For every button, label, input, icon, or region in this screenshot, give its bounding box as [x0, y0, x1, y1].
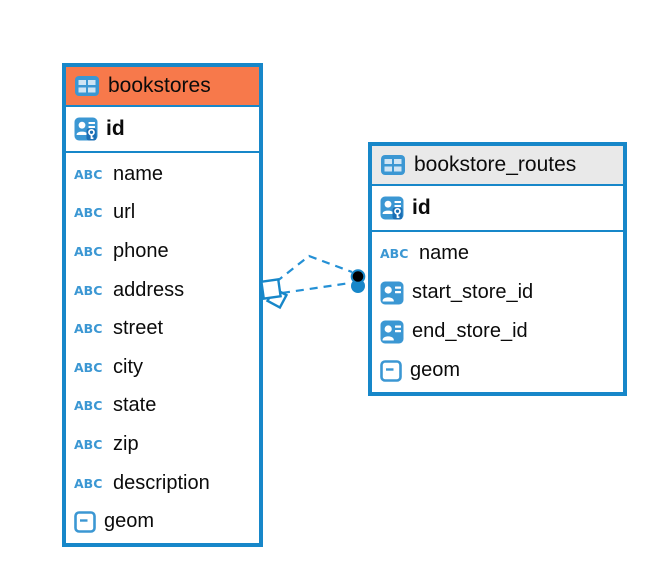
- geometry-type-icon: [74, 510, 96, 533]
- text-type-icon: ABC: [74, 398, 103, 414]
- column-row-name[interactable]: ABC name: [66, 155, 259, 194]
- table-icon: [74, 75, 100, 97]
- table-title: bookstores: [108, 74, 211, 97]
- column-name: geom: [104, 510, 155, 533]
- table-header-bookstore-routes[interactable]: bookstore_routes: [372, 146, 623, 186]
- column-row-start-store-id[interactable]: start_store_id: [372, 273, 623, 312]
- column-name: id: [412, 196, 431, 219]
- column-row-id[interactable]: id: [372, 186, 623, 232]
- table-title: bookstore_routes: [414, 153, 577, 176]
- reference-type-icon: [380, 281, 404, 305]
- table-bookstores[interactable]: bookstores id ABC na: [62, 63, 263, 547]
- column-row-phone[interactable]: ABC phone: [66, 232, 259, 271]
- column-name: start_store_id: [412, 281, 534, 303]
- column-row-url[interactable]: ABC url: [66, 194, 259, 233]
- column-row-address[interactable]: ABC address: [66, 271, 259, 310]
- table-icon: [380, 154, 406, 176]
- column-row-state[interactable]: ABC state: [66, 387, 259, 426]
- column-list: ABC name start_store_id: [372, 232, 623, 392]
- column-row-geom[interactable]: geom: [372, 351, 623, 390]
- column-row-name[interactable]: ABC name: [372, 234, 623, 273]
- relation-line-lower[interactable]: [281, 281, 351, 295]
- primary-key-icon: [74, 117, 98, 141]
- reference-type-icon: [380, 320, 404, 344]
- relation-marker-circles[interactable]: [350, 269, 366, 293]
- text-type-icon: ABC: [74, 282, 103, 298]
- column-name: street: [113, 317, 164, 340]
- column-name: zip: [113, 432, 139, 455]
- text-type-icon: ABC: [74, 436, 103, 452]
- column-name: state: [113, 394, 157, 417]
- column-name: address: [113, 278, 185, 301]
- column-name: name: [419, 242, 470, 264]
- column-list: ABC name ABC url ABC phone ABC address A…: [66, 153, 259, 543]
- column-row-geom[interactable]: geom: [66, 502, 259, 541]
- table-bookstore-routes[interactable]: bookstore_routes id ABC: [368, 142, 627, 396]
- text-type-icon: ABC: [74, 359, 103, 375]
- column-name: city: [113, 355, 143, 378]
- relation-line-upper[interactable]: [275, 254, 353, 283]
- text-type-icon: ABC: [74, 321, 103, 337]
- column-row-street[interactable]: ABC street: [66, 309, 259, 348]
- text-type-icon: ABC: [380, 246, 409, 261]
- column-name: url: [113, 201, 136, 224]
- column-name: description: [113, 471, 210, 494]
- table-header-bookstores[interactable]: bookstores: [66, 67, 259, 107]
- column-row-description[interactable]: ABC description: [66, 464, 259, 503]
- column-name: geom: [410, 359, 461, 381]
- column-row-zip[interactable]: ABC zip: [66, 425, 259, 464]
- column-name: phone: [113, 239, 169, 262]
- relation-marker-squares[interactable]: [260, 278, 289, 310]
- column-name: end_store_id: [412, 320, 528, 342]
- text-type-icon: ABC: [74, 243, 103, 259]
- text-type-icon: ABC: [74, 205, 103, 221]
- geometry-type-icon: [380, 359, 402, 382]
- text-type-icon: ABC: [74, 166, 103, 182]
- column-name: name: [113, 162, 164, 185]
- column-row-end-store-id[interactable]: end_store_id: [372, 312, 623, 351]
- text-type-icon: ABC: [74, 475, 103, 491]
- primary-key-icon: [380, 196, 404, 220]
- column-row-id[interactable]: id: [66, 107, 259, 153]
- column-row-city[interactable]: ABC city: [66, 348, 259, 387]
- column-name: id: [106, 117, 125, 140]
